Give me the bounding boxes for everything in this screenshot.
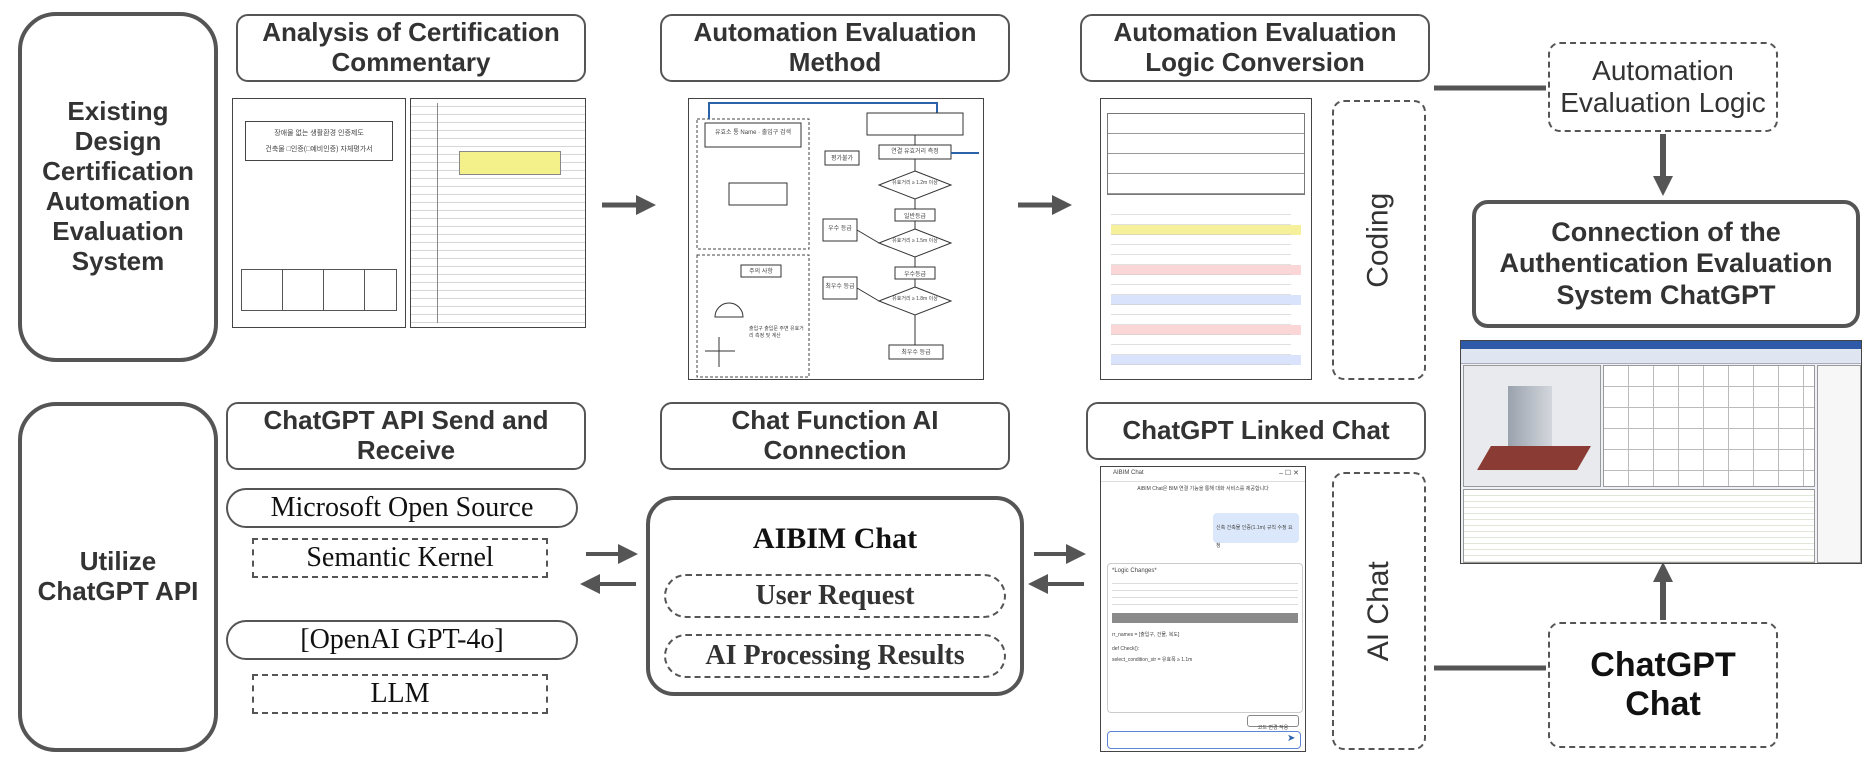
method-header: Automation Evaluation Method [660, 14, 1010, 82]
flow-decision-2: 유효거리 ≥ 1.5m 이상 [892, 238, 938, 244]
analysis-header: Analysis of Certification Commentary [236, 14, 586, 82]
linked-chat-header: ChatGPT Linked Chat [1086, 402, 1426, 460]
user-request-text: User Request [755, 579, 915, 611]
utilize-api-text: Utilize ChatGPT API [37, 546, 199, 606]
llm-box: LLM [252, 674, 548, 714]
flow-note-title: 주의 사항 [749, 269, 773, 275]
coding-box: Coding [1332, 100, 1426, 380]
coding-text: Coding [1361, 192, 1395, 288]
linked-chat-header-text: ChatGPT Linked Chat [1122, 415, 1390, 446]
logic-box-text: Automation Evaluation Logic [1560, 54, 1766, 118]
chat-user-bubble: 신축 건축물 인증(1.1m) 규칙 수정 요청 [1213, 513, 1299, 549]
flow-node-unavailable: 평가불가 [830, 156, 854, 162]
semantic-kernel-box: Semantic Kernel [252, 538, 548, 578]
doc-title-1: 장애물 없는 생활환경 인증제도 [274, 130, 364, 137]
chatgpt-chat-text: ChatGPT Chat [1590, 645, 1736, 723]
bim-software-screenshot [1460, 340, 1862, 564]
flow-grade-3: 최우수 등급 [901, 350, 931, 356]
logic-table-thumbnail [1100, 98, 1312, 380]
connection-box: Connection of the Authentication Evaluat… [1472, 200, 1860, 328]
flow-side-grade-1: 우수 등급 [828, 226, 852, 232]
flow-decision-3: 유효거리 ≥ 1.8m 이상 [892, 296, 938, 302]
chat-apply-label: 코드 변경 적용 [1257, 725, 1289, 731]
flow-decision-1: 유효거리 ≥ 1.2m 이상 [892, 180, 938, 186]
chatgpt-chat-box: ChatGPT Chat [1548, 622, 1778, 748]
doc-title-2: 건축물 □인증(□예비인증) 자체평가서 [265, 146, 373, 153]
chat-function-header-text: Chat Function AI Connection [731, 405, 939, 465]
ai-results-text: AI Processing Results [705, 639, 965, 671]
flowchart-svg [696, 102, 979, 378]
flow-grade-1: 일반등급 [903, 214, 927, 220]
aibim-chat-box: AIBIM Chat User Request AI Processing Re… [646, 496, 1024, 696]
api-header: ChatGPT API Send and Receive [226, 402, 586, 470]
flow-note-body: 출입구 출입문 주변 유효거리 측정 및 계산 [749, 326, 804, 339]
conversion-header-text: Automation Evaluation Logic Conversion [1113, 17, 1397, 77]
chat-logic-label: *Logic Changes* [1112, 568, 1157, 574]
chat-code-b: def Check(): [1112, 646, 1140, 652]
chat-function-header: Chat Function AI Connection [660, 402, 1010, 470]
evaluation-flowchart-thumbnail: 유효소 통 Name · 출입구 검색 연결 유효거리 측정 평가불가 유효거리… [688, 98, 984, 380]
ai-chat-text: AI Chat [1361, 560, 1395, 662]
flow-grade-2: 우수등급 [903, 272, 927, 278]
microsoft-box: Microsoft Open Source [226, 488, 578, 528]
conversion-header: Automation Evaluation Logic Conversion [1080, 14, 1430, 82]
send-icon[interactable]: ➤ [1287, 733, 1296, 744]
flow-node-measure: 연결 유효거리 측정 [891, 149, 939, 155]
flow-node-search: 유효소 통 Name · 출입구 검색 [714, 130, 792, 136]
certification-form-thumbnail [410, 98, 586, 328]
api-header-text: ChatGPT API Send and Receive [263, 405, 549, 465]
aibim-title: AIBIM Chat [752, 522, 918, 555]
connection-box-text: Connection of the Authentication Evaluat… [1499, 217, 1833, 310]
chat-intro: AIBIM Chat은 BIM 연결 기능을 통해 대화 서비스를 제공합니다 [1137, 486, 1269, 492]
chat-apply-button[interactable]: 코드 변경 적용 [1247, 715, 1299, 731]
chat-window-controls: – ☐ ✕ [1279, 470, 1299, 477]
logic-box: Automation Evaluation Logic [1548, 42, 1778, 132]
analysis-header-text: Analysis of Certification Commentary [262, 17, 560, 77]
chat-window-title: AIBIM Chat [1113, 470, 1144, 476]
llm-text: LLM [370, 677, 430, 709]
flow-side-grade-2: 최우수 등급 [825, 284, 855, 290]
ai-results-box: AI Processing Results [664, 634, 1006, 678]
certification-doc-thumbnail: 장애물 없는 생활환경 인증제도 건축물 □인증(□예비인증) 자체평가서 [232, 98, 406, 328]
chat-input-field[interactable] [1107, 731, 1301, 749]
chat-code-a: rr_names = [출입구, 건물, 복도] [1112, 632, 1180, 638]
microsoft-text: Microsoft Open Source [270, 491, 534, 523]
method-header-text: Automation Evaluation Method [693, 17, 977, 77]
chat-window-thumbnail: AIBIM Chat – ☐ ✕ AIBIM Chat은 BIM 연결 기능을 … [1100, 466, 1306, 752]
user-request-box: User Request [664, 574, 1006, 618]
ai-chat-box: AI Chat [1332, 472, 1426, 750]
chat-user-msg: 신축 건축물 인증(1.1m) 규칙 수정 요청 [1216, 525, 1293, 549]
existing-system-text: Existing Design Certification Automation… [42, 96, 194, 276]
openai-text: [OpenAI GPT-4o] [300, 623, 504, 655]
existing-system-label: Existing Design Certification Automation… [18, 12, 218, 362]
chat-ai-bubble: *Logic Changes* rr_names = [출입구, 건물, 복도]… [1107, 563, 1303, 713]
utilize-api-label: Utilize ChatGPT API [18, 402, 218, 752]
chat-code-c: select_condition_str = 유효폭 ≥ 1.1m [1112, 657, 1193, 663]
openai-box: [OpenAI GPT-4o] [226, 620, 578, 660]
semantic-kernel-text: Semantic Kernel [306, 541, 494, 573]
